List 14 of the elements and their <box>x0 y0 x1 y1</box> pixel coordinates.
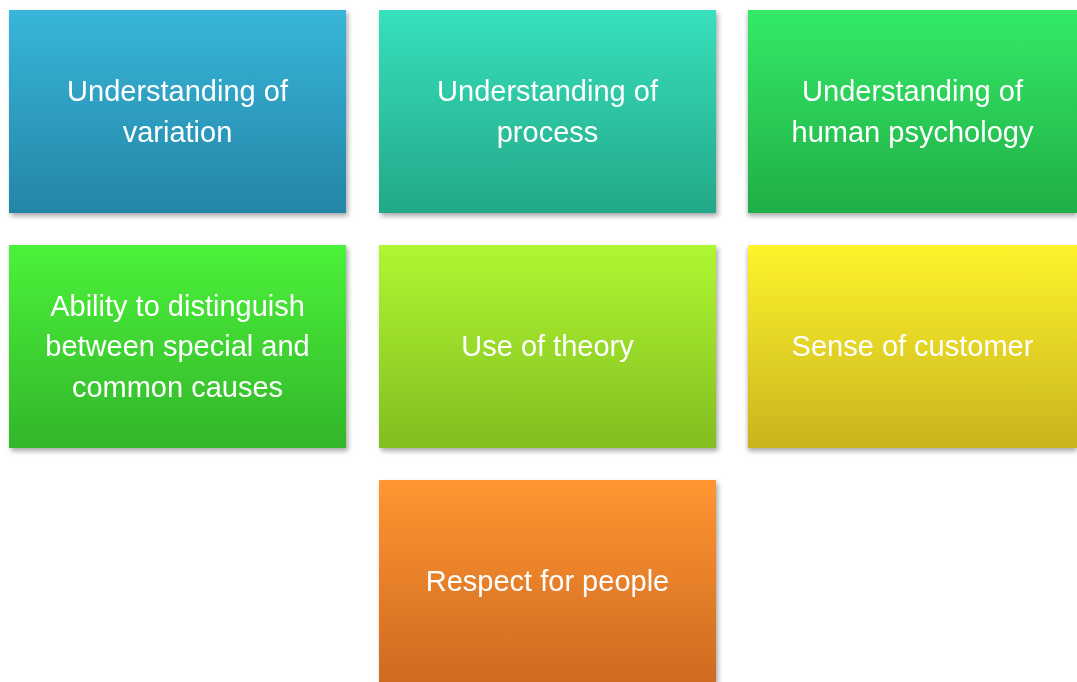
box-label: Ability to distinguish between special and common causes <box>44 288 311 405</box>
gradient-box <box>748 245 1077 448</box>
gradient-box <box>9 10 346 213</box>
gradient-box <box>379 480 716 682</box>
box-label: Respect for people <box>425 563 670 599</box>
box-label: Sense of customer <box>791 329 1034 365</box>
gradient-box <box>748 10 1077 213</box>
box-label: Understanding of human psychology <box>790 73 1035 150</box>
box-label: Understanding of process <box>436 73 659 150</box>
box-label: Use of theory <box>461 329 634 365</box>
gradient-box <box>379 10 716 213</box>
box-label: Understanding of variation <box>66 73 289 150</box>
gradient-box <box>379 245 716 448</box>
gradient-box <box>9 245 346 448</box>
